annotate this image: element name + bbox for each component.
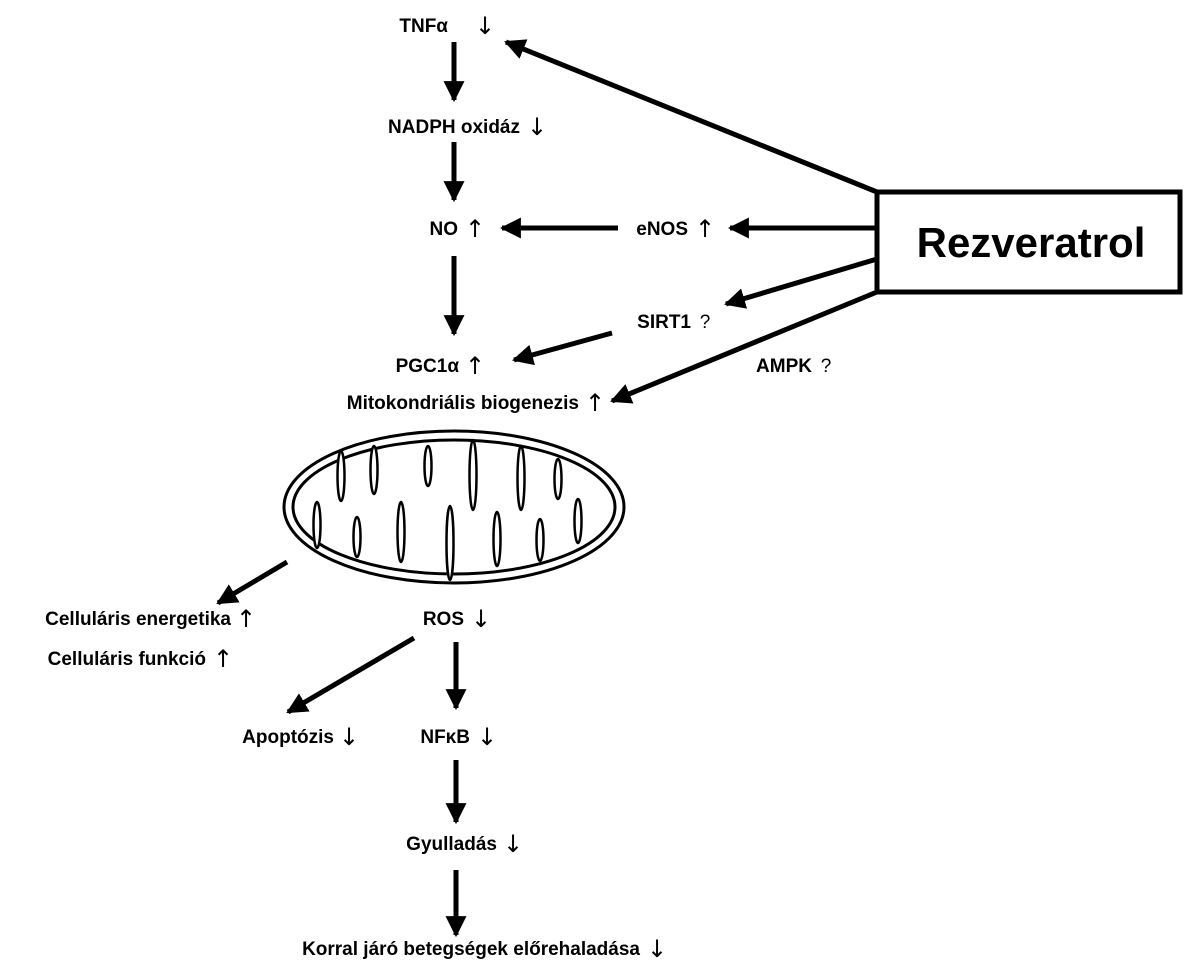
pgc-label: PGC1α bbox=[396, 356, 460, 377]
arrow-sirt1-pgc bbox=[511, 330, 613, 366]
arrow-rezveratrol-mito bbox=[610, 289, 878, 404]
aging-down-icon: ↓ bbox=[647, 935, 667, 962]
enos-label: eNOS bbox=[636, 219, 688, 240]
sirt1-question-icon: ? bbox=[700, 312, 711, 333]
no-label: NO bbox=[430, 219, 459, 240]
apoptosis-label: Apoptózis bbox=[242, 727, 334, 748]
tnf-down-icon: ↓ bbox=[475, 12, 495, 40]
nadph-down-icon: ↓ bbox=[527, 113, 547, 141]
mitochondrion-icon bbox=[282, 429, 626, 585]
tnf-label: TNFα bbox=[399, 16, 448, 37]
inflammation-down-icon: ↓ bbox=[503, 830, 523, 858]
inflammation-label: Gyulladás bbox=[406, 834, 497, 855]
arrow-rezveratrol-tnf bbox=[504, 39, 878, 195]
nfkb-label: NFκB bbox=[420, 727, 470, 748]
pgc-up-icon: ↑ bbox=[465, 352, 485, 380]
rezveratrol-label: Rezveratrol bbox=[917, 219, 1146, 266]
cell-energy-up-icon: ↑ bbox=[236, 605, 256, 633]
apoptosis-down-icon: ↓ bbox=[339, 723, 359, 751]
cell-energy-label: Celluláris energetika bbox=[45, 609, 231, 630]
arrow-mito-energetics bbox=[216, 559, 289, 606]
no-up-icon: ↑ bbox=[465, 215, 485, 243]
aging-label: Korral járó betegségek előrehaladása bbox=[302, 939, 640, 960]
mito-bio-label: Mitokondriális biogenezis bbox=[347, 393, 579, 414]
ampk-label: AMPK bbox=[756, 356, 812, 377]
nadph-label: NADPH oxidáz bbox=[388, 117, 520, 138]
mito-bio-up-icon: ↑ bbox=[585, 389, 605, 417]
ampk-question-icon: ? bbox=[821, 356, 832, 377]
arrow-rezveratrol-sirt1 bbox=[723, 256, 878, 309]
cell-func-label: Celluláris funkció bbox=[48, 649, 206, 670]
cell-func-up-icon: ↑ bbox=[213, 645, 233, 673]
ros-down-icon: ↓ bbox=[471, 605, 491, 633]
rezveratrol-node: Rezveratrol bbox=[874, 189, 1183, 295]
arrow-ros-apoptosis bbox=[286, 635, 416, 715]
ros-label: ROS bbox=[423, 609, 464, 630]
nfkb-down-icon: ↓ bbox=[477, 723, 497, 751]
enos-up-icon: ↑ bbox=[695, 215, 715, 243]
sirt1-label: SIRT1 bbox=[637, 312, 691, 333]
